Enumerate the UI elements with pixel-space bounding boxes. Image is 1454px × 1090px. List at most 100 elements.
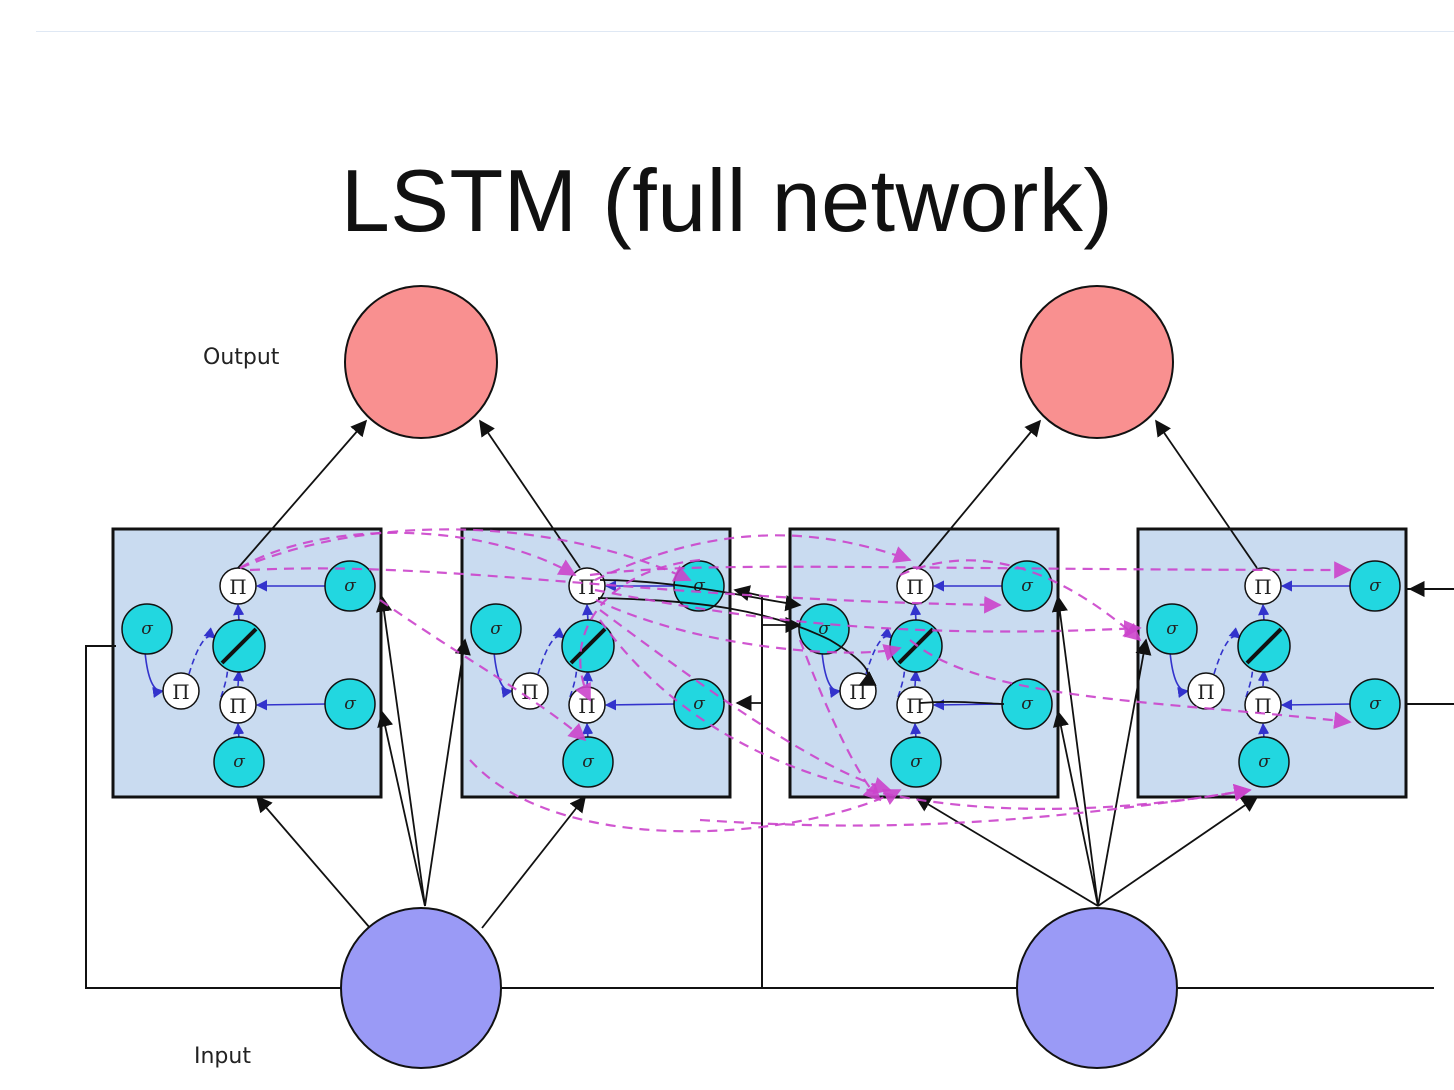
- input-unit-2: [1016, 907, 1178, 1069]
- forget-gate-symbol-2: σ: [693, 694, 705, 714]
- peephole-link-1: [188, 627, 216, 675]
- forward-connection-5: [255, 795, 371, 929]
- peephole-link-4: [1213, 627, 1241, 675]
- input-gate-4: [1238, 736, 1290, 788]
- recurrent-connection-8: [599, 609, 892, 795]
- input-gate-symbol-3: σ: [910, 752, 922, 772]
- recurrent-connection-15: [798, 639, 882, 802]
- cell-to-product-3: [910, 603, 922, 622]
- forget-gate-symbol-3: σ: [1021, 694, 1033, 714]
- cell-state-slash-1: [220, 627, 258, 665]
- input-product-symbol-4: Π: [1197, 680, 1214, 704]
- cell-input-gate-symbol-1: σ: [141, 619, 153, 639]
- cell-input-gate-2: [470, 603, 522, 655]
- forward-connections-layer: [237, 419, 1434, 929]
- recurrent-connection-4: [249, 567, 1002, 614]
- forward-connection-10: [914, 796, 1099, 907]
- output-unit-2: [1020, 285, 1174, 439]
- forward-connection-8: [424, 638, 471, 907]
- cell-input-gate-1: [121, 603, 173, 655]
- recurrent-connection-9: [599, 619, 1252, 810]
- peephole-link-3: [865, 627, 893, 675]
- output-gate-symbol-3: σ: [1021, 576, 1033, 596]
- forget-product-symbol-3: Π: [906, 694, 923, 718]
- cell-input-link-2: [493, 651, 514, 698]
- forget-gate-link-4: [1280, 699, 1353, 711]
- output-label: Output: [203, 345, 280, 370]
- forget-gate-link-1: [255, 699, 328, 711]
- forget-product-symbol-1: Π: [229, 694, 246, 718]
- output-product-symbol-2: Π: [578, 575, 595, 599]
- forward-connection-3: [917, 419, 1042, 569]
- output-product-symbol-1: Π: [229, 575, 246, 599]
- forward-connection-1: [237, 419, 368, 569]
- input-unit-1: [340, 907, 502, 1069]
- forget-gate-symbol-4: σ: [1369, 694, 1381, 714]
- output-product-node-4: [1244, 567, 1282, 605]
- input-label: Input: [194, 1044, 251, 1069]
- forget-gate-symbol-1: σ: [344, 694, 356, 714]
- output-gate-symbol-2: σ: [693, 576, 705, 596]
- cross-time-connection-1: [597, 597, 877, 686]
- input-gate-symbol-2: σ: [582, 752, 594, 772]
- forget-gate-link-2: [604, 699, 677, 711]
- cell-input-gate-symbol-4: σ: [1166, 619, 1178, 639]
- recurrent-connection-10: [594, 534, 912, 581]
- forward-connection-11: [1051, 595, 1099, 907]
- cell-input-gate-symbol-2: σ: [490, 619, 502, 639]
- cell-to-product-4: [1258, 603, 1270, 622]
- input-gate-2: [562, 736, 614, 788]
- cross-time-connection-3: [919, 700, 1005, 705]
- forward-connection-9: [481, 795, 587, 929]
- input-product-node-2: [511, 672, 549, 710]
- product-to-cell-4: [1257, 669, 1269, 687]
- output-gate-1: [324, 560, 376, 612]
- slide-top-rule: [36, 31, 1454, 32]
- input-gate-symbol-4: σ: [1258, 752, 1270, 772]
- cell-to-product-1: [233, 603, 245, 622]
- frame-lines-layer: [85, 588, 1454, 989]
- product-to-cell-1: [232, 669, 244, 687]
- output-gate-4: [1349, 560, 1401, 612]
- recurrent-connection-14: [469, 759, 902, 833]
- forward-connection-2: [479, 419, 581, 569]
- bus-line-1: [85, 645, 342, 989]
- input-product-symbol-3: Π: [849, 680, 866, 704]
- forget-gate-1: [324, 678, 376, 730]
- input-gate-3: [890, 736, 942, 788]
- cell-input-link-4: [1169, 651, 1190, 698]
- forward-connection-14: [1097, 796, 1259, 907]
- recurrent-connection-5: [589, 561, 1352, 579]
- forget-product-symbol-2: Π: [578, 694, 595, 718]
- cell-state-slash-2: [569, 627, 607, 665]
- forward-connection-13: [1097, 638, 1152, 907]
- slide-title: LSTM (full network): [340, 151, 1114, 250]
- output-unit-1: [344, 285, 498, 439]
- recurrent-connection-6: [594, 588, 1142, 638]
- recurrent-connection-11: [899, 559, 1142, 642]
- recurrent-connection-7: [595, 599, 902, 661]
- cell-input-link-3: [821, 651, 842, 698]
- forward-connection-15: [733, 585, 763, 602]
- input-product-node-1: [162, 672, 200, 710]
- recurrent-connection-1: [239, 531, 577, 576]
- recurrent-connection-13: [575, 558, 701, 702]
- forget-gate-4: [1349, 678, 1401, 730]
- recurrent-connection-12: [909, 639, 1352, 730]
- product-to-cell-3: [909, 669, 921, 687]
- forget-product-node-4: [1244, 686, 1282, 724]
- input-product-symbol-1: Π: [172, 680, 189, 704]
- input-output-units-layer: [340, 285, 1178, 1069]
- input-product-symbol-2: Π: [521, 680, 538, 704]
- output-product-node-2: [568, 567, 606, 605]
- recurrent-connections-layer: [239, 528, 1352, 833]
- forget-product-node-1: [219, 686, 257, 724]
- forget-product-node-3: [896, 686, 934, 724]
- forward-connection-4: [1155, 419, 1258, 569]
- cell-state-slash-4: [1245, 627, 1283, 665]
- forward-connection-6: [375, 595, 426, 907]
- input-gate-symbol-1: σ: [233, 752, 245, 772]
- output-product-symbol-4: Π: [1254, 575, 1271, 599]
- cell-input-gate-4: [1146, 603, 1198, 655]
